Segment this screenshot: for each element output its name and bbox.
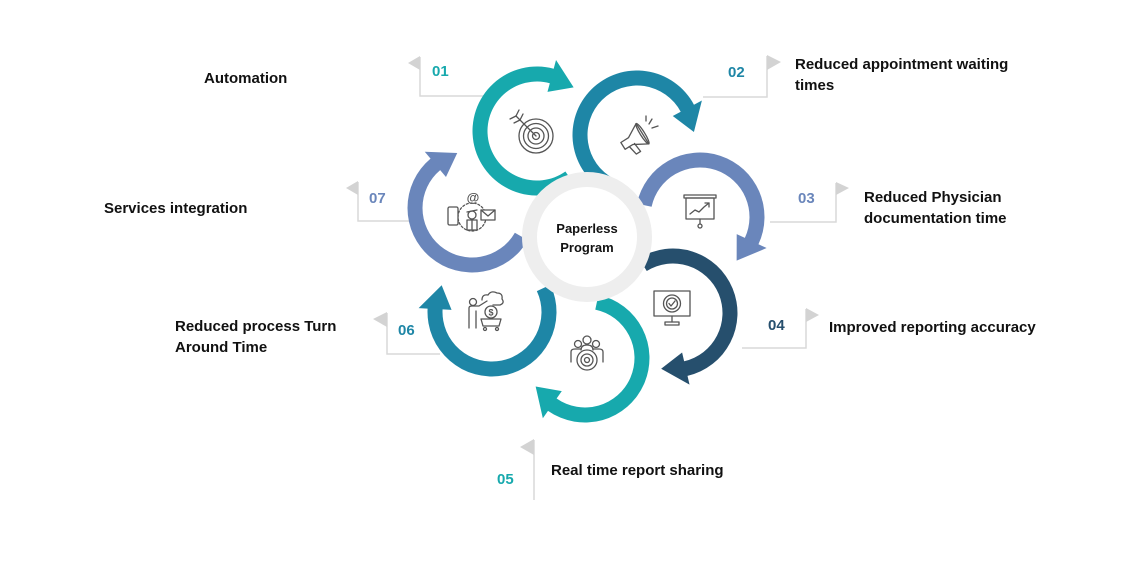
step-02-label-line-1: Reduced appointment waiting xyxy=(795,56,1009,73)
step-04-number: 04 xyxy=(768,317,785,334)
center-hub-label: Paperless Program xyxy=(537,219,637,257)
step-03-arrow-arc xyxy=(636,152,767,261)
step-03-label-line-1: Reduced Physician xyxy=(864,189,1002,206)
step-02-label: Reduced appointment waiting times xyxy=(795,54,1008,96)
svg-text:$: $ xyxy=(488,308,493,318)
step-04-label: Improved reporting accuracy xyxy=(829,317,1036,338)
step-05-arrow-arc xyxy=(535,294,650,423)
step-05-label-line-1: Real time report sharing xyxy=(551,462,724,479)
communication-channels-icon: @ xyxy=(447,190,496,232)
step-05-number: 05 xyxy=(497,471,514,488)
step-07-label-line-1: Services integration xyxy=(104,200,248,217)
monitor-check-icon xyxy=(653,290,691,326)
svg-text:@: @ xyxy=(467,190,480,205)
step-07-number: 07 xyxy=(369,190,386,207)
step-07-flag xyxy=(346,181,412,222)
step-04-flag xyxy=(742,308,819,349)
target-icon xyxy=(509,109,554,154)
step-06-arrow-arc xyxy=(418,284,557,377)
step-03-flag xyxy=(770,182,849,223)
presentation-chart-icon xyxy=(683,194,717,229)
step-06-flag xyxy=(373,312,440,355)
step-06-label-line-2: Around Time xyxy=(175,339,268,356)
step-04-arrow-arc xyxy=(638,248,738,385)
team-target-icon xyxy=(570,335,604,371)
center-hub-line-1: Paperless xyxy=(556,221,618,236)
step-01-arrow-arc xyxy=(472,60,574,196)
step-07-label: Services integration xyxy=(104,198,247,219)
step-05-label: Real time report sharing xyxy=(551,460,724,481)
step-02-label-line-2: times xyxy=(795,77,835,94)
step-06-label: Reduced process Turn Around Time xyxy=(175,316,336,358)
step-03-label: Reduced Physician documentation time xyxy=(864,187,1007,229)
center-hub-ring xyxy=(522,172,652,302)
step-04-label-line-1: Improved reporting accuracy xyxy=(829,319,1036,336)
step-06-label-line-1: Reduced process Turn xyxy=(175,318,337,335)
investor-cloud-cart-icon: $ xyxy=(468,291,504,332)
step-01-label: Automation xyxy=(204,68,287,89)
center-hub-line-2: Program xyxy=(560,240,614,255)
step-03-number: 03 xyxy=(798,190,815,207)
step-02-flag xyxy=(703,55,781,98)
step-01-number: 01 xyxy=(432,63,449,80)
step-06-number: 06 xyxy=(398,322,415,339)
step-01-label-line-1: Automation xyxy=(204,70,288,87)
step-05-flag xyxy=(520,439,535,500)
step-02-number: 02 xyxy=(728,64,745,81)
step-01-flag xyxy=(408,56,490,97)
megaphone-icon xyxy=(620,115,659,155)
step-03-label-line-2: documentation time xyxy=(864,210,1007,227)
